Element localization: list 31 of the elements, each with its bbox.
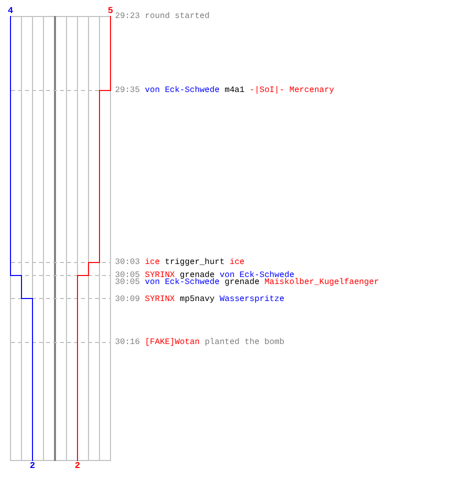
step-line [10,16,33,462]
event-time: 29:23 [115,12,140,20]
player-name: [FAKE]Wotan [144,338,200,346]
player-name: ice [230,259,245,266]
weapon-name: mp5navy [180,296,215,302]
event-time: 30:09 [115,296,140,302]
event-time: 30:03 [115,259,140,266]
event-time: 30:05 [115,279,140,286]
player-name: von Eck-Schwede [144,86,220,94]
weapon-name: grenade [180,272,215,279]
player-name: SYRINX [144,296,175,302]
player-name: ice [144,259,160,266]
player-name: SYRINX [144,272,175,279]
weapon-name: trigger_hurt [164,259,225,266]
player-count: 5 [107,6,114,16]
player-count: 2 [29,461,36,471]
weapon-name: m4a1 [224,86,245,94]
event-time: 30:05 [115,272,140,279]
player-name: von Eck-Schwede [220,272,294,279]
weapon-name: grenade [224,279,260,286]
event-time: 29:35 [115,86,140,94]
player-name: Wasserspritze [220,296,284,302]
player-name: Maiskolber_Kugelfaenger [264,279,379,286]
event-text: planted the bomb [204,338,284,346]
player-count: 4 [7,6,14,16]
event-time: 30:16 [115,338,140,346]
event-text: round started [144,12,210,20]
player-name: von Eck-Schwede [144,279,220,286]
player-count: 2 [74,461,81,471]
player-name: -|SoI|- Mercenary [250,86,334,94]
step-line [77,16,111,462]
